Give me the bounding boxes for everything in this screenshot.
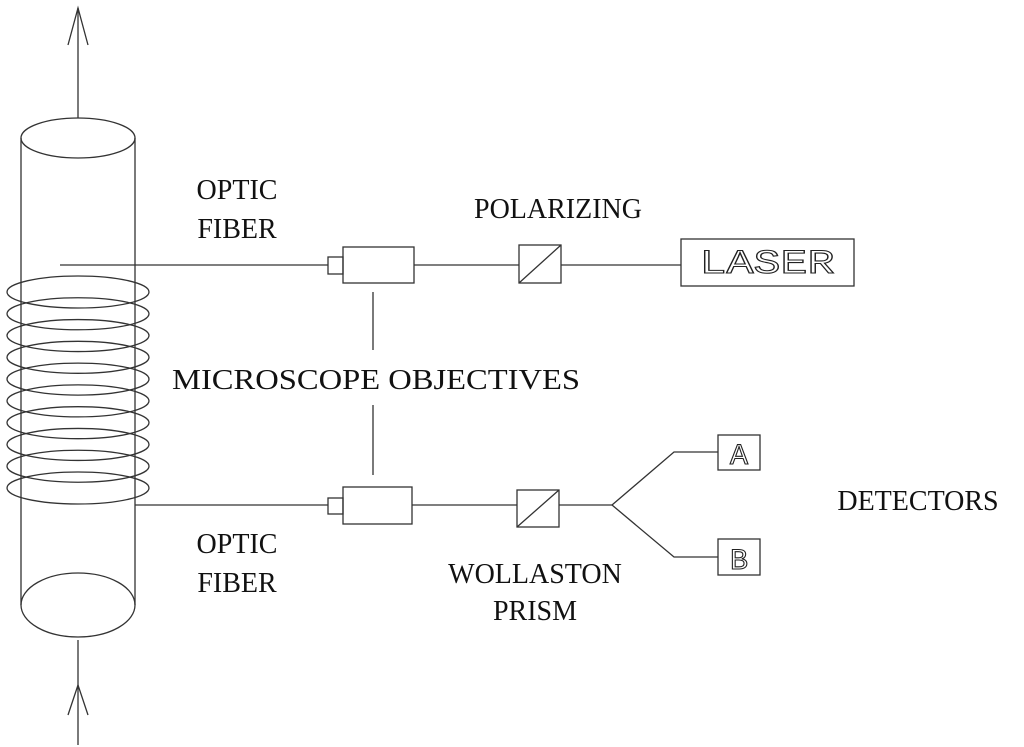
detector-a-box — [717, 434, 761, 471]
microscope-objectives-label: MICROSCOPE OBJECTIVES — [172, 365, 580, 396]
coil-turn — [6, 340, 150, 374]
optic-fiber-bottom-label-2: FIBER — [197, 568, 277, 599]
coil-turn — [6, 362, 150, 396]
coil-turn — [6, 275, 150, 309]
polarizing-label: POLARIZING — [474, 194, 642, 225]
polarizer — [518, 244, 562, 284]
fiber-coil — [6, 275, 150, 505]
microscope-objective-top — [327, 246, 415, 284]
optic-fiber-top-label-1: OPTIC — [197, 175, 278, 206]
coil-turn — [6, 384, 150, 418]
detectors-label: DETECTORS — [837, 486, 998, 517]
optic-fiber-bottom-label-1: OPTIC — [197, 529, 278, 560]
coil-turn — [6, 449, 150, 483]
coil-turn — [6, 297, 150, 331]
detector-b-box — [717, 538, 761, 576]
wollaston-prism — [516, 489, 560, 528]
conductor-cylinder — [20, 117, 136, 638]
optic-fiber-top-label-2: FIBER — [197, 214, 277, 245]
beam-split-b — [611, 504, 718, 558]
coil-turn — [6, 471, 150, 505]
coil-turn — [6, 406, 150, 440]
laser-box — [680, 238, 855, 287]
beam-split-a — [611, 451, 718, 506]
wollaston-label-1: WOLLASTON — [448, 559, 622, 590]
microscope-objective-bottom — [327, 486, 413, 525]
coil-turn — [6, 427, 150, 462]
detector-b-label: B — [730, 545, 748, 579]
wollaston-label-2: PRISM — [493, 596, 577, 627]
detector-a-label: A — [730, 440, 748, 474]
laser-label: LASER — [700, 246, 835, 284]
coil-turn — [6, 318, 150, 353]
current-arrow-top — [67, 5, 89, 118]
current-arrow-bottom — [67, 640, 89, 745]
